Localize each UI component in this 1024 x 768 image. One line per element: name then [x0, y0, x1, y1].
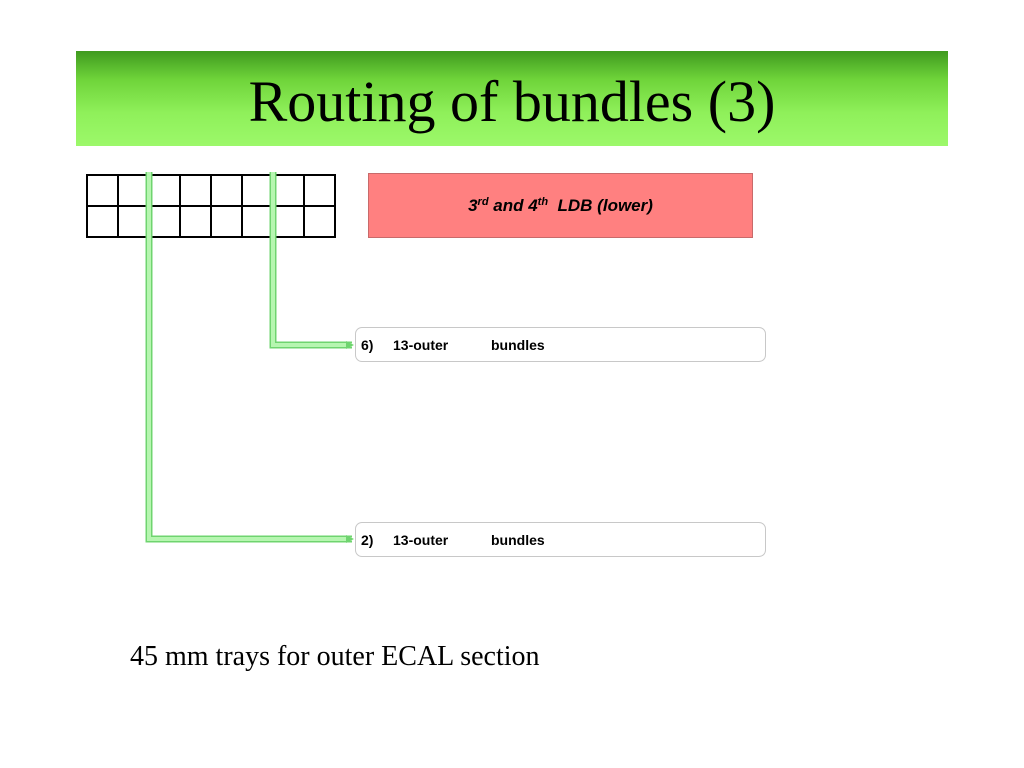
grid-cell — [241, 174, 274, 207]
grid-cell — [179, 205, 212, 238]
slide-title: Routing of bundles (3) — [248, 69, 776, 134]
grid-cell — [303, 205, 336, 238]
caption-text: 45 mm trays for outer ECAL section — [130, 641, 540, 672]
grid-cell — [272, 205, 305, 238]
ldb-sup-2: th — [537, 195, 549, 208]
tray-grid — [86, 174, 336, 238]
grid-row — [86, 174, 336, 207]
route-line-lower-inner — [147, 172, 354, 543]
grid-cell — [210, 205, 243, 238]
bundle-box-2: 2) 13-outer bundles — [355, 522, 766, 557]
bundle-kind: 13-outer — [393, 337, 449, 353]
ldb-rest: LDB (lower) — [552, 195, 653, 215]
grid-cell — [210, 174, 243, 207]
bundle-word: bundles — [491, 337, 545, 353]
ldb-label: 3rd and 4th LDB (lower) — [468, 196, 653, 216]
grid-cell — [148, 174, 181, 207]
grid-cell — [117, 205, 150, 238]
route-line-upper-inner — [271, 172, 354, 349]
route-line-upper — [269, 172, 352, 349]
ldb-label-box: 3rd and 4th LDB (lower) — [368, 173, 753, 238]
grid-cell — [179, 174, 212, 207]
bundle-number: 6) — [361, 337, 374, 353]
route-line-lower — [145, 172, 352, 543]
ldb-sup-1: rd — [477, 195, 489, 208]
grid-cell — [86, 174, 119, 207]
bundle-kind: 13-outer — [393, 532, 449, 548]
grid-cell — [303, 174, 336, 207]
grid-cell — [241, 205, 274, 238]
ldb-num-1: 3 — [468, 195, 478, 215]
ldb-mid: and 4 — [488, 195, 538, 215]
bundle-word: bundles — [491, 532, 545, 548]
grid-cell — [117, 174, 150, 207]
bundle-number: 2) — [361, 532, 374, 548]
bundle-box-6: 6) 13-outer bundles — [355, 327, 766, 362]
grid-cell — [86, 205, 119, 238]
title-bar: Routing of bundles (3) — [76, 51, 948, 146]
